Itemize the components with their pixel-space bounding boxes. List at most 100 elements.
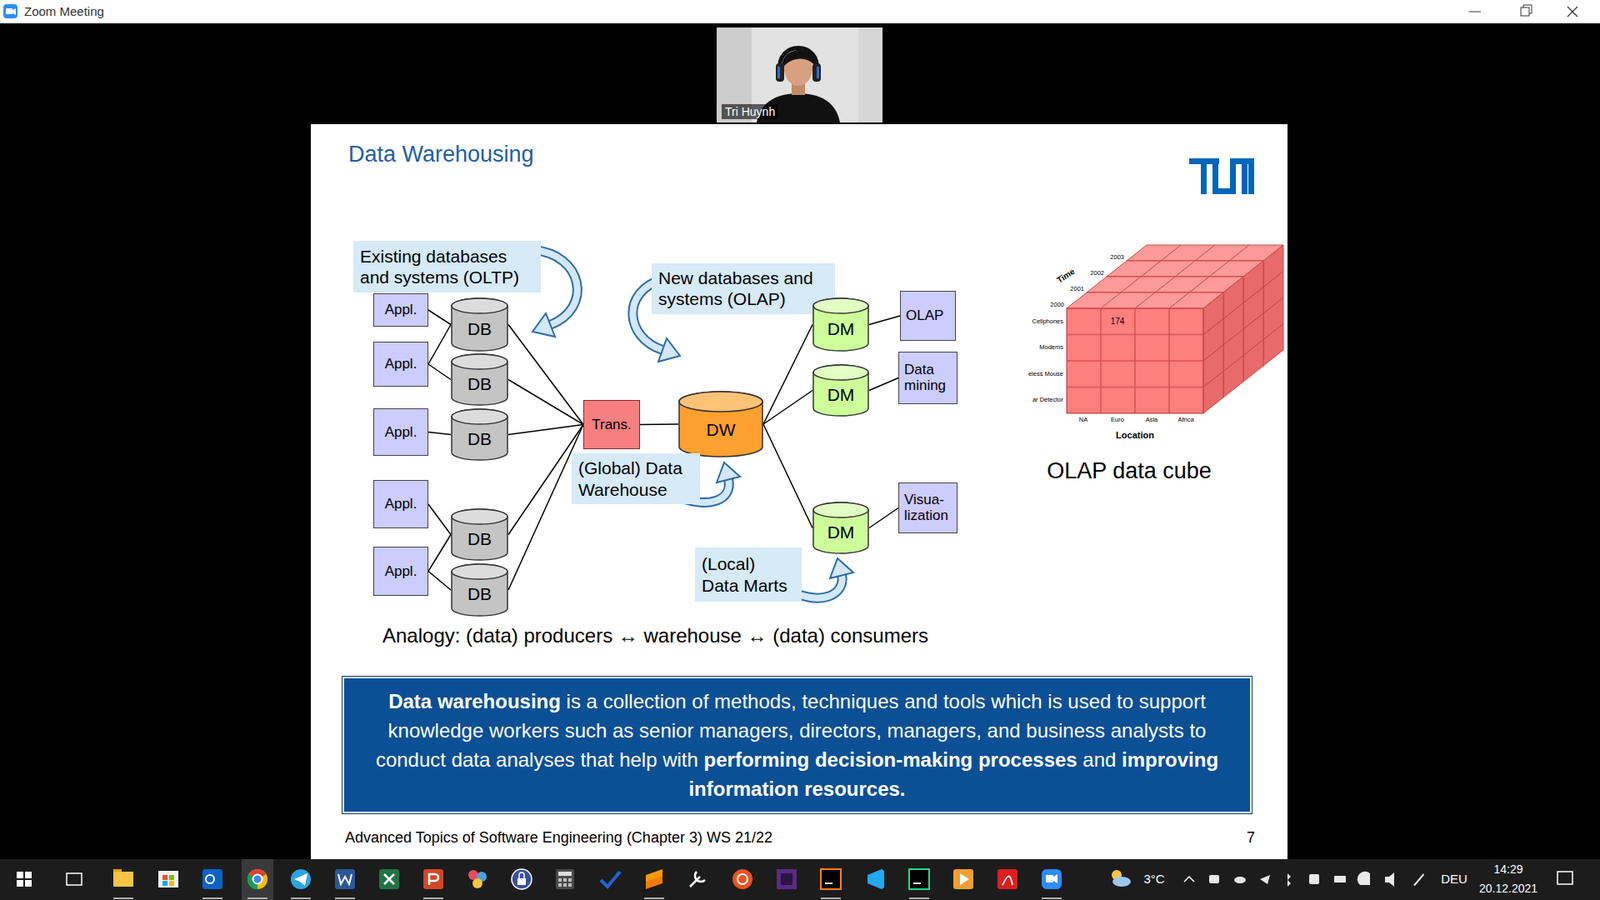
taskbar <box>820 869 841 890</box>
taskbar <box>158 870 179 888</box>
node-text: DM <box>827 385 855 405</box>
connector-line <box>428 364 451 380</box>
database-cylinder: DB <box>450 408 509 461</box>
cylinder-top <box>451 564 508 580</box>
taskbar <box>563 883 567 887</box>
definition-word: of <box>691 690 709 713</box>
taskbar <box>1357 871 1370 885</box>
axis-tick: 2002 <box>1090 270 1105 278</box>
node-text: DM <box>827 319 855 340</box>
taskbar <box>247 869 268 890</box>
title-bar <box>0 0 1600 24</box>
cylinder-top <box>813 298 869 314</box>
definition-word: as <box>612 719 634 742</box>
node-text: Appl. <box>385 424 418 441</box>
title-bar <box>1469 11 1481 13</box>
definition-word: techniques <box>801 690 899 713</box>
taskbar <box>519 872 525 879</box>
connector-line <box>763 424 813 529</box>
definition-word: directors, <box>799 719 882 742</box>
analogy-note: Analogy: (data) producers ↔ warehouse ↔ … <box>382 624 929 648</box>
taskbar <box>253 875 263 885</box>
connector-line <box>869 508 899 529</box>
taskbar <box>909 869 930 890</box>
definition-word: workers <box>489 719 560 742</box>
taskbar <box>558 878 562 882</box>
cylinder-body <box>451 298 508 351</box>
callout-box: New databases and systems (OLAP) <box>651 263 835 315</box>
callout-arrow <box>532 313 555 337</box>
title-bar <box>1567 6 1578 17</box>
taskbar <box>429 874 439 885</box>
taskbar <box>241 859 274 900</box>
definition-word: data <box>451 748 491 771</box>
taskbar <box>423 869 444 890</box>
cylinder-top <box>813 365 869 380</box>
node-text: DB <box>467 584 492 605</box>
taskbar <box>1413 873 1425 886</box>
callout-box: (Local) Data Marts <box>695 547 802 602</box>
definition-word: used <box>1067 690 1111 713</box>
taskbar <box>568 878 572 882</box>
participant-name: Tri Huynh <box>721 104 779 120</box>
connector-line <box>508 425 584 591</box>
olap-cube <box>1066 245 1284 414</box>
taskbar <box>1041 869 1062 890</box>
callout-arrow <box>830 558 854 579</box>
node-text: Data mining <box>904 362 952 394</box>
database-cylinder: DB <box>450 297 509 352</box>
cylinder-top <box>451 509 508 525</box>
taskbar <box>169 875 175 880</box>
node-text: Existing databases and systems (OLTP) <box>360 245 535 288</box>
taskbar <box>1287 873 1291 887</box>
taskbar <box>558 883 562 887</box>
cylinder-top <box>679 391 763 412</box>
taskbar <box>737 874 748 885</box>
node-text: DB <box>467 374 492 395</box>
taskbar <box>1209 871 1425 887</box>
taskbar <box>867 869 885 890</box>
definition-word: that <box>580 748 614 771</box>
taskbar <box>423 897 444 900</box>
definition-word: is <box>1047 690 1062 713</box>
definition-word: and <box>1082 748 1116 771</box>
axis-tick: Modems <box>1039 344 1064 352</box>
connector-line <box>763 325 813 425</box>
taskbar <box>247 897 268 900</box>
node-text: New databases and systems (OLAP) <box>658 267 829 310</box>
definition-word: information <box>688 777 799 800</box>
taskbar <box>25 871 32 879</box>
video-tile <box>812 63 821 82</box>
tum-logo <box>1248 158 1255 195</box>
application-box: Appl. <box>373 546 429 596</box>
node-text: Trans. <box>591 416 632 434</box>
application-box: Appl. <box>373 408 429 456</box>
node-text: DW <box>706 420 736 440</box>
taskbar <box>66 873 82 885</box>
connector-line <box>508 380 584 425</box>
definition-word: and <box>987 719 1021 742</box>
database-cylinder: DB <box>450 353 509 406</box>
definition-word: help <box>619 748 657 771</box>
taskbar <box>290 897 311 900</box>
definition-word: with <box>662 748 699 771</box>
definition-word: decision-making <box>815 748 973 771</box>
connector-line <box>763 390 813 425</box>
data-mart-cylinder: DM <box>812 364 870 417</box>
axis-tick: eless Mouse <box>1028 370 1064 379</box>
title-bar <box>5 8 13 15</box>
taskbar <box>1385 876 1390 883</box>
taskbar <box>162 880 168 886</box>
taskbar <box>511 869 532 890</box>
taskbar <box>568 883 572 887</box>
taskbar <box>0 859 1600 900</box>
taskbar <box>1112 876 1131 887</box>
taskbar <box>913 882 921 885</box>
taskbar <box>113 897 1062 900</box>
node-text: DB <box>467 429 492 450</box>
title-bar <box>3 4 18 19</box>
axis-tick: Asia <box>1145 416 1159 425</box>
tool-box: Data mining <box>898 351 958 405</box>
axis-tick: 2000 <box>1050 301 1065 310</box>
video-tile <box>716 27 883 123</box>
